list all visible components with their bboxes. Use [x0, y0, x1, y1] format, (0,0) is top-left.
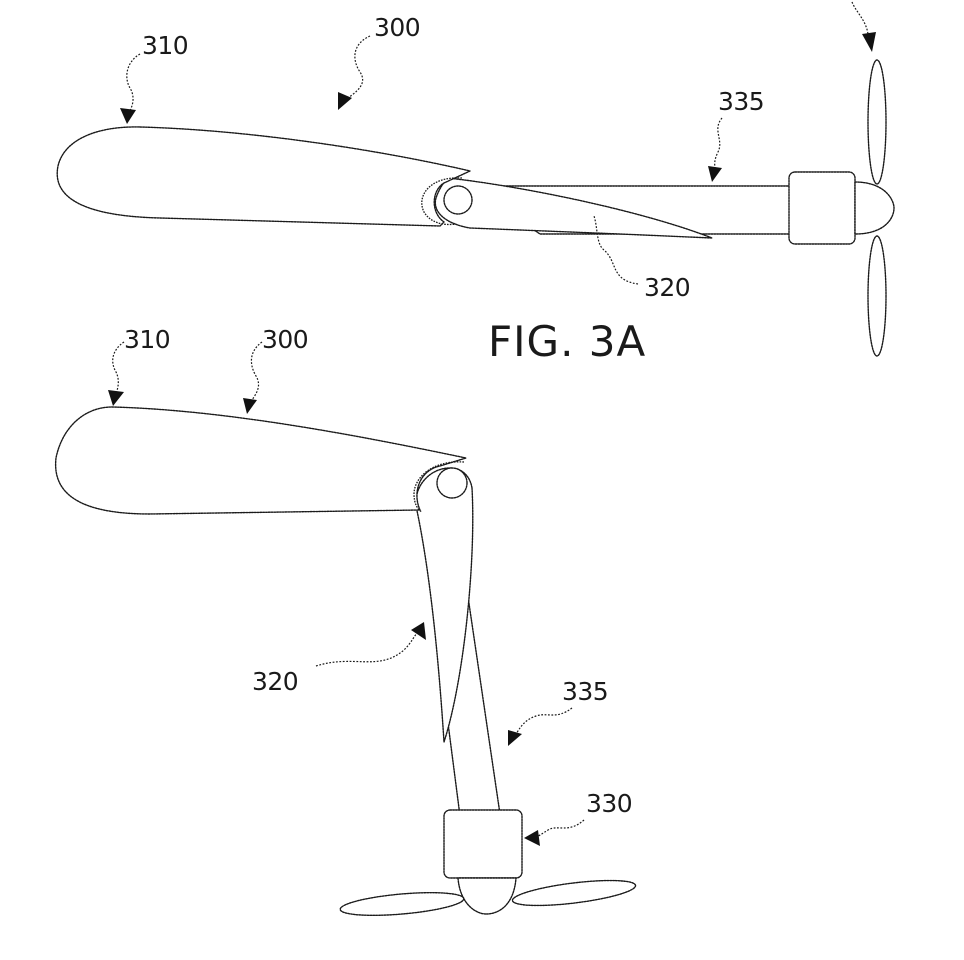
figure-caption: FIG. 3A	[488, 317, 646, 366]
view-a-leader-335	[714, 117, 723, 171]
view-a-arrowhead-335	[708, 166, 722, 182]
view-a-flap	[434, 177, 713, 239]
view-b-label-335: 335	[562, 677, 608, 706]
view-b-propeller-blade-left	[339, 891, 465, 917]
view-b-propeller-blade-right	[511, 879, 637, 907]
view-a-propeller-blade-lower	[867, 235, 887, 357]
view-a-label-300: 300	[374, 13, 420, 42]
view-a-leader-310	[126, 53, 141, 115]
view-a-spinner	[854, 181, 895, 235]
view-b-leader-320	[315, 631, 419, 667]
view-a-label-335: 335	[718, 87, 764, 116]
view-a-label-320: 320	[644, 273, 690, 302]
view-b-label-300: 300	[262, 325, 308, 354]
view-a-arrowhead-300	[338, 92, 352, 110]
view-a-leader-320	[593, 215, 639, 285]
view-b-wing	[54, 406, 467, 515]
view-a-hinge-pin	[443, 185, 473, 215]
view-b-arrowhead-335	[508, 730, 522, 746]
view-b-leader-335	[515, 707, 573, 735]
view-b-label-310: 310	[124, 325, 170, 354]
view-a-wing	[56, 126, 471, 227]
view-b-label-330: 330	[586, 789, 632, 818]
view-b-leader-310	[112, 341, 125, 395]
view-b-arrowhead-320	[411, 622, 426, 640]
view-b-arrowhead-310	[108, 390, 124, 406]
view-a-motor-housing	[788, 171, 856, 245]
view-a-arrowhead-cropped	[862, 32, 876, 52]
view-a-leader-300	[347, 35, 371, 99]
view-b-folded: 310 300 320 335 330	[54, 325, 637, 917]
view-a-extended: 310 300 335 320	[56, 1, 895, 357]
view-a-leader-cropped	[851, 1, 869, 35]
view-a-hinge-arc	[421, 177, 463, 226]
view-b-leader-330	[535, 819, 585, 839]
view-a-arrowhead-310	[120, 108, 136, 124]
view-b-leader-300	[250, 341, 263, 401]
view-a-propeller-blade-upper	[867, 59, 887, 185]
view-b-spinner	[457, 877, 517, 915]
view-b-motor-housing	[443, 809, 523, 879]
view-b-arrowhead-300	[243, 398, 257, 414]
view-a-label-310: 310	[142, 31, 188, 60]
view-b-hinge-pin	[436, 467, 468, 499]
view-b-arrowhead-330	[524, 830, 540, 846]
view-b-hinge-arc	[413, 461, 465, 513]
view-b-label-320: 320	[252, 667, 298, 696]
